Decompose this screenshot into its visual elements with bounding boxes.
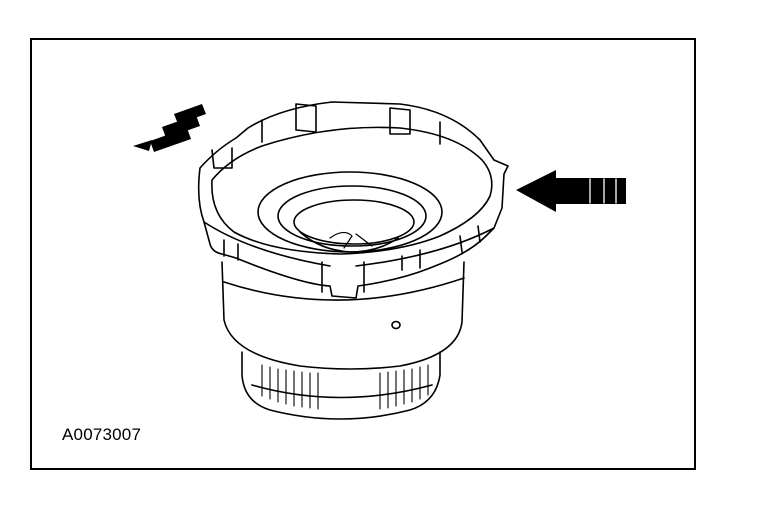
inner-bore [257, 171, 443, 253]
figure-code: A0073007 [62, 425, 142, 444]
drum-body [221, 261, 465, 370]
removal-direction-arrow-left [133, 104, 206, 152]
oil-hole [391, 320, 401, 330]
splined-hub [241, 351, 441, 420]
force-direction-arrow-right [516, 170, 626, 212]
drum-rim [197, 101, 509, 299]
figure-frame [30, 38, 696, 470]
